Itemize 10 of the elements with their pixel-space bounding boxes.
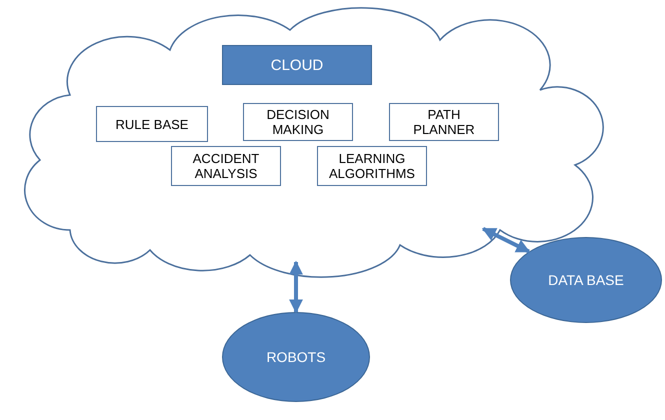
process-box: RULE BASE [96, 106, 208, 142]
process-box: LEARNING ALGORITHMS [317, 146, 427, 186]
title-box: CLOUD [222, 45, 372, 85]
process-box: PATH PLANNER [389, 103, 499, 141]
ellipse-node: DATA BASE [510, 237, 662, 323]
process-box: ACCIDENT ANALYSIS [171, 146, 281, 186]
double-arrow [289, 260, 303, 314]
process-box: DECISION MAKING [243, 103, 353, 141]
double-arrow [482, 226, 530, 254]
ellipse-node: ROBOTS [222, 312, 370, 402]
